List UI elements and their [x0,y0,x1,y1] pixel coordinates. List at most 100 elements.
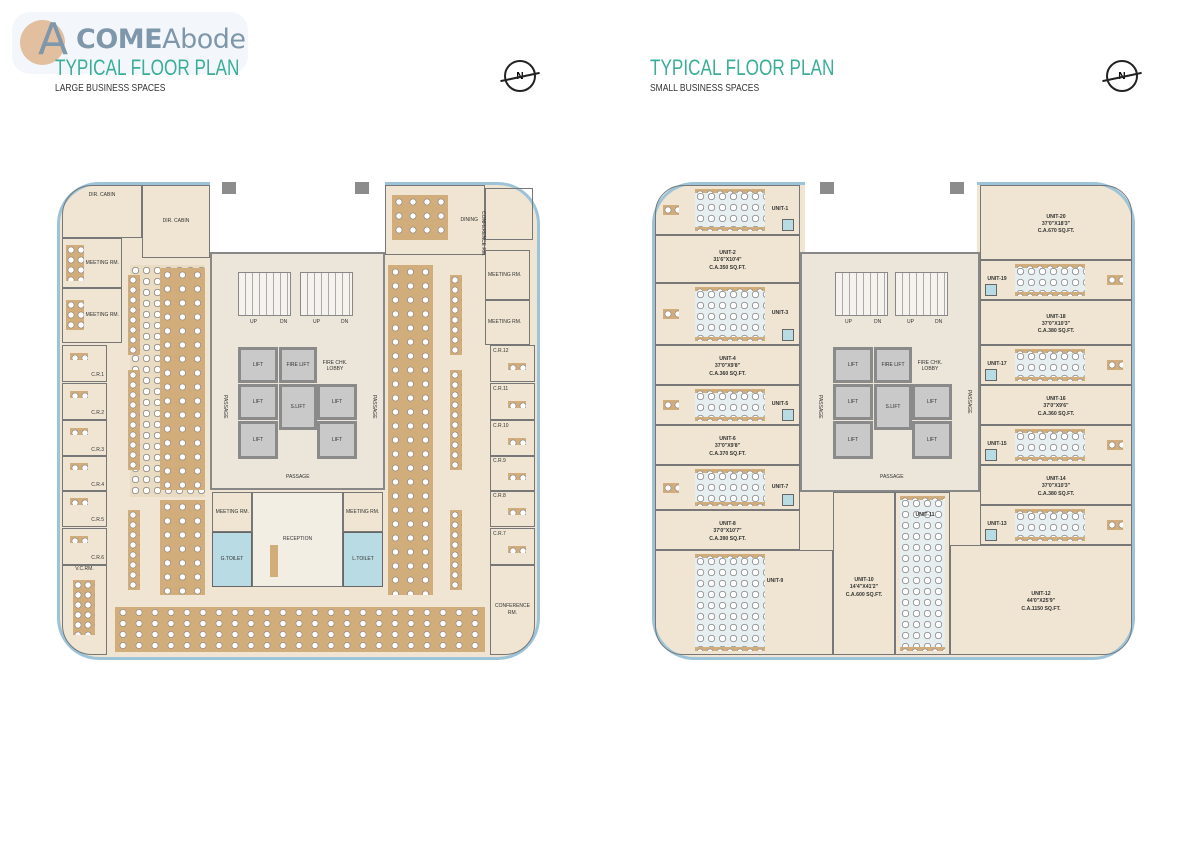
reception: RECEPTION [252,492,343,587]
workstation-bank [695,289,765,339]
unit-name: UNIT-8 [719,521,736,527]
workstation-desk [1015,457,1085,461]
unit-name: UNIT-16 [1046,396,1066,402]
toilet [782,329,794,341]
workstation-bank [900,498,945,649]
cabin-desk [508,363,526,370]
workstation-desk [1015,509,1085,513]
cabin-room: C.R.8 [490,490,535,527]
column [355,182,369,194]
workstation-desks-bottom [115,607,485,652]
unit-7 [655,465,800,510]
manager-desk [1107,440,1123,450]
unit-carpet-area: C.A.350 SQ.FT. [709,264,746,271]
staircase [300,272,353,316]
fire-check-lobby: FIRE CHK. LOBBY [322,360,348,372]
stair-up-label: UP [845,319,852,325]
meeting-room: MEETING RM. [485,250,530,300]
workstation-desk [1015,429,1085,433]
room-label: MEETING RM. [85,312,119,319]
room-label: G.TOILET [220,556,244,563]
unit-label: UNIT-5 [765,401,795,408]
workstation-bank [1015,351,1085,379]
unit-8 [655,510,800,550]
unit-3 [655,283,800,345]
unit-carpet-area: C.A.1150 SQ.FT. [1021,605,1061,612]
room-label: C.R.6 [91,555,104,562]
unit-12 [950,545,1132,655]
left-plan-subtitle: LARGE BUSINESS SPACES [55,83,166,94]
unit-name: UNIT-3 [771,310,789,316]
logo-text: COMEAbode [76,24,246,55]
passage-label: PASSAGE [966,390,972,414]
room-label: MEETING RM. [85,259,119,266]
passage-label: PASSAGE [371,395,377,419]
linear-workstation [128,510,140,590]
lift: LIFT [238,384,278,420]
ladies-toilet: L.TOILET [343,532,383,587]
unit-name: UNIT-13 [987,521,1007,527]
vc-table [73,580,95,635]
cabin-room: C.R.5 [62,490,107,527]
unit-carpet-area: C.A.360 SQ.FT. [709,370,746,377]
room-label: C.R.2 [91,410,104,417]
toilet [985,529,997,541]
workstation-bank [1015,431,1085,459]
lift: LIFT [912,421,952,459]
workstation-bank [1015,266,1085,294]
linear-workstation [450,275,462,355]
unit-label: UNIT-15 [982,441,1012,448]
workstation-bank [695,471,765,504]
column [222,182,236,194]
stair-up-label: UP [907,319,914,325]
stair-down-label: DN [280,319,288,325]
unit-carpet-area: C.A.370 SQ.FT. [709,450,746,457]
meeting-room: MEETING RM. [62,238,122,288]
unit-label: UNIT-9 [760,578,790,585]
room-label: C.R.11 [493,386,509,392]
unit-name: UNIT-10 [854,577,874,583]
room-label: C.R.9 [493,458,506,464]
unit-name: UNIT-17 [987,361,1007,367]
unit-name: UNIT-1 [771,206,789,212]
unit-dimensions: 37'0"X18'3" [1041,220,1071,227]
cabin-room: C.R.4 [62,455,107,492]
unit-name: UNIT-2 [719,250,736,256]
cabin-desk [508,438,526,445]
lift: LIFT [317,421,357,459]
toilet [985,449,997,461]
dining-tables [392,195,448,240]
room-label: C.R.4 [91,482,104,489]
service-lift: S.LIFT [874,384,912,430]
north-compass-icon: N [1106,60,1138,92]
workstation-desk [695,502,765,506]
passage-label: PASSAGE [880,474,904,480]
linear-workstation [450,510,462,590]
staircase [835,272,888,316]
cabin-room: C.R.1 [62,345,107,382]
cabin-room: C.R.2 [62,383,107,420]
unit-name: UNIT-14 [1046,476,1066,482]
unit-17 [980,345,1132,385]
unit-name: UNIT-6 [719,436,736,442]
meeting-room: MEETING RM. [212,492,252,532]
cabin-room: C.R.3 [62,420,107,457]
unit-2 [655,235,800,283]
room-label: C.R.5 [91,517,104,524]
toilet [985,284,997,296]
cabin-room: C.R.6 [62,528,107,565]
unit-name: UNIT-20 [1046,213,1066,220]
manager-desk [663,309,679,319]
toilet [985,369,997,381]
unit-name: UNIT-4 [719,356,736,362]
unit-name: UNIT-11 [915,512,935,518]
cabin-desk [70,463,88,470]
unit-6 [655,425,800,465]
workstation-desk [1015,349,1085,353]
linear-workstation [450,370,462,470]
